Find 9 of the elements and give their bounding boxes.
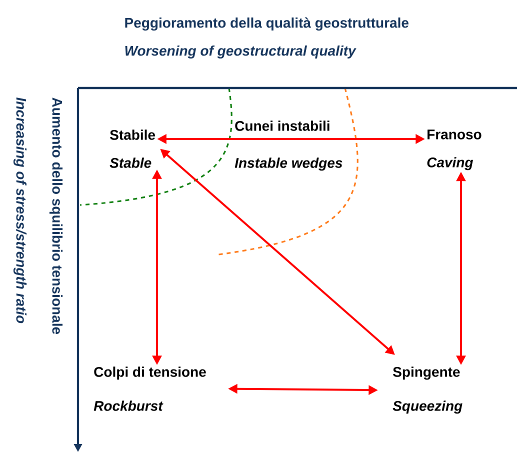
title-text: Peggioramento della qualità geostrutturale	[125, 17, 408, 31]
state-label: Spingente Squeezing	[392, 366, 462, 414]
state-label: Franoso Caving	[427, 130, 482, 170]
state-label: Colpi di tensione Rockburst	[94, 366, 206, 411]
axis-label: Increasing of stress/strength ratio	[13, 98, 27, 324]
axis-label: Aumento dello squilibrio tensionale	[49, 98, 63, 334]
state-label: Stabile Stable	[110, 130, 156, 168]
title-text: Worsening of geostructural quality	[125, 45, 356, 59]
state-label: Cunei instabili Instable wedges	[234, 120, 342, 171]
